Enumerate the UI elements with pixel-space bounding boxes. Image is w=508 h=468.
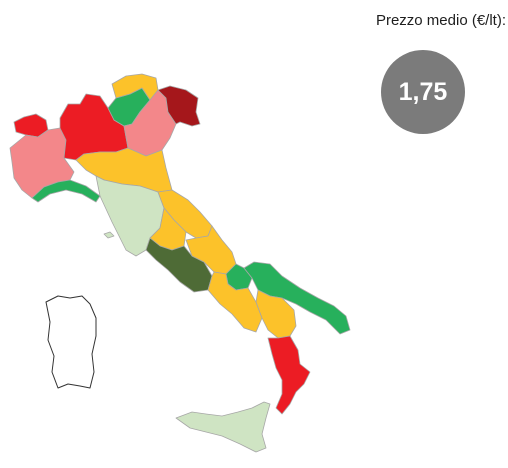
region-campania[interactable] — [207, 271, 263, 333]
region-liguria[interactable] — [31, 179, 101, 203]
average-price-label: Prezzo medio (€/lt): — [375, 12, 506, 29]
average-price-value: 1,75 — [398, 77, 448, 106]
region-piemonte[interactable] — [9, 127, 75, 199]
region-sicilia[interactable] — [175, 401, 271, 453]
island-elba — [103, 231, 115, 239]
region-friuli-venezia-giulia[interactable] — [157, 85, 201, 127]
region-basilicata[interactable] — [255, 289, 297, 339]
region-calabria[interactable] — [267, 335, 311, 415]
region-lazio[interactable] — [145, 237, 213, 293]
average-price-badge: 1,75 — [381, 50, 465, 134]
region-sardegna[interactable] — [45, 295, 97, 389]
